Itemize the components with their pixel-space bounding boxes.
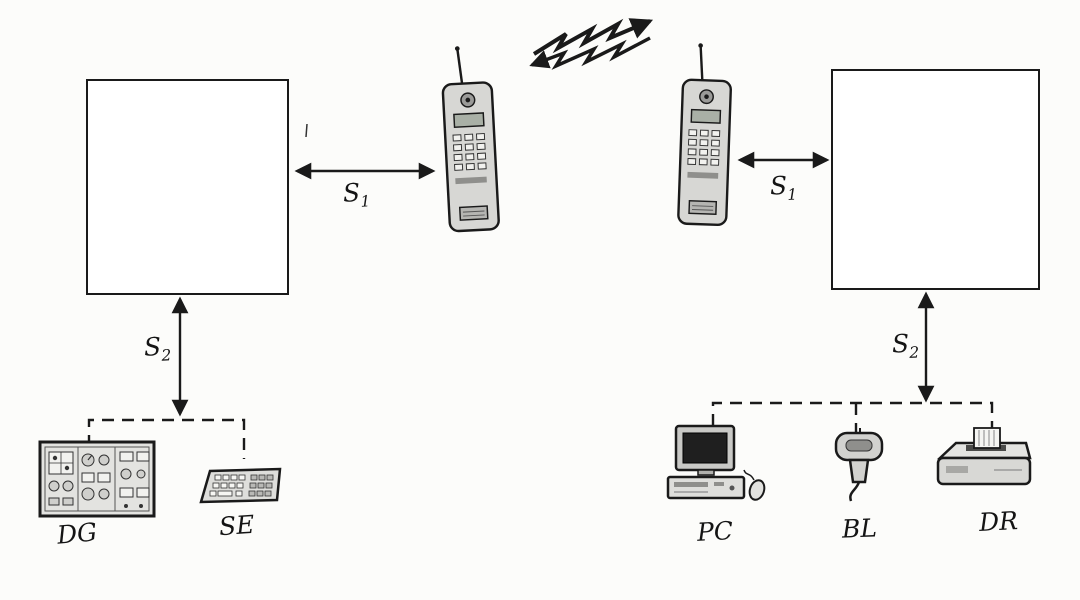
label-s1-left-sub: 1 <box>360 192 371 211</box>
mobile-phone-right-icon <box>669 41 746 235</box>
label-s1-left: S1 <box>342 177 371 211</box>
right-terminal-box <box>831 69 1040 290</box>
label-bl: BL <box>841 513 878 544</box>
label-s1-left-base: S <box>342 177 361 208</box>
dashed-bus-right <box>711 401 994 429</box>
label-s1-right-sub: 1 <box>787 185 798 204</box>
mobile-phone-left-icon <box>431 42 513 241</box>
label-pc: PC <box>696 516 734 547</box>
control-panel-icon <box>38 440 156 518</box>
printer-icon <box>936 427 1032 486</box>
label-s2-right-base: S <box>891 328 910 359</box>
label-s1-right: S1 <box>769 170 798 204</box>
stray-ink-mark <box>305 123 308 138</box>
label-s2-left: S2 <box>143 331 172 365</box>
dashed-bus-left <box>87 418 246 459</box>
radio-zigzag-right-arrow <box>532 18 654 56</box>
left-terminal-box <box>86 79 289 295</box>
label-dg: DG <box>55 517 99 550</box>
label-s2-left-base: S <box>143 331 162 362</box>
label-se: SE <box>218 509 256 542</box>
label-s1-right-base: S <box>769 170 788 201</box>
handheld-scanner-icon <box>834 428 884 502</box>
keyboard-terminal-icon <box>199 467 282 504</box>
label-dr: DR <box>978 506 1019 537</box>
zigzag-radio-link-icon <box>529 18 654 70</box>
label-s2-left-sub: 2 <box>161 346 172 365</box>
label-s2-right-sub: 2 <box>909 343 920 362</box>
label-s2-right: S2 <box>891 328 920 362</box>
desktop-computer-icon <box>666 424 766 501</box>
radio-zigzag-left-arrow <box>529 36 651 70</box>
